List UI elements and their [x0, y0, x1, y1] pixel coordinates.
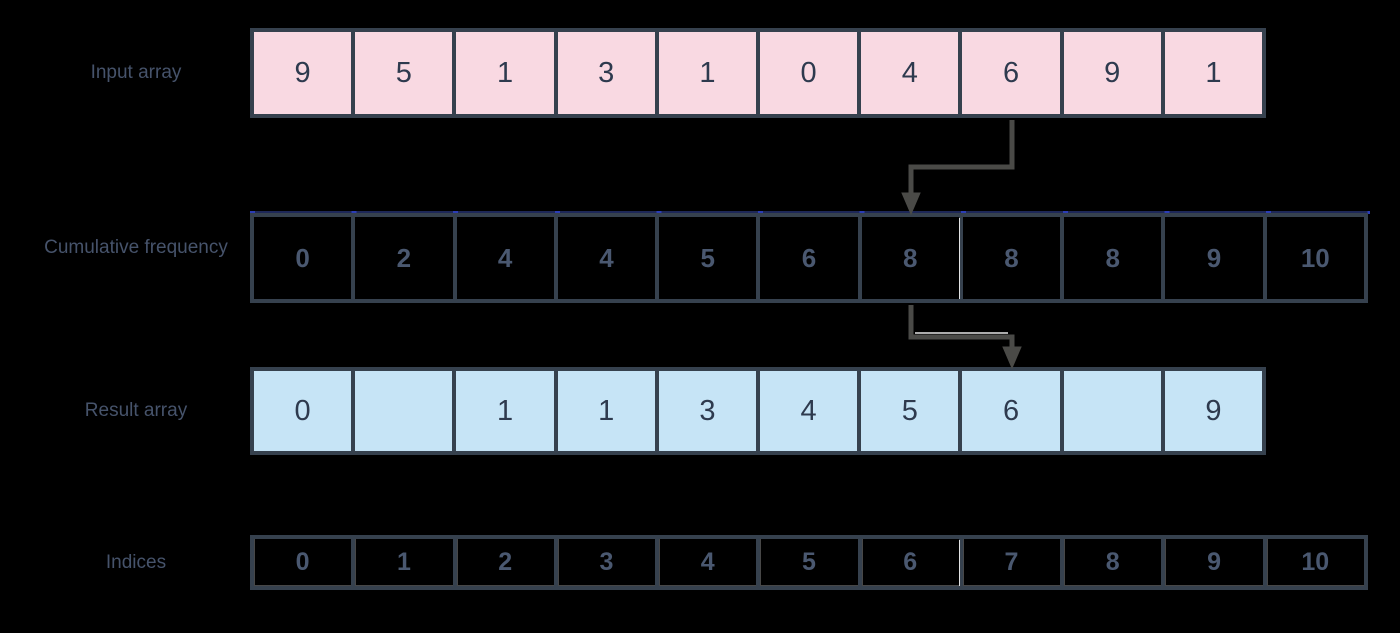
array-cell: 0 [756, 32, 858, 114]
array-cell: 4 [756, 371, 858, 451]
array-cell: 1 [553, 371, 655, 451]
array-cell: 4 [553, 217, 655, 299]
array-cell: 8 [958, 217, 1060, 299]
array-cell: 2 [452, 539, 554, 586]
array-cell: 0 [254, 539, 351, 586]
array-cell: 8 [857, 217, 959, 299]
array-cell: 6 [756, 217, 857, 299]
array-cell: 9 [1161, 217, 1262, 299]
array-cell: 1 [654, 32, 757, 114]
array-cell: 3 [553, 32, 655, 114]
array-cell: 2 [351, 217, 452, 299]
artifact-highlight-line [959, 540, 960, 586]
array-cell: 1 [452, 371, 554, 451]
array-cell: 5 [756, 539, 857, 586]
array-cell: 5 [655, 217, 756, 299]
array-cell: 9 [254, 32, 352, 114]
cumulative-row-guide-line [250, 211, 1370, 214]
array-cell: 1 [452, 32, 554, 114]
input-array-label: Input array [90, 62, 182, 83]
array-cell: 6 [857, 539, 959, 586]
array-cell: 1 [351, 539, 452, 586]
artifact-highlight-line [959, 218, 960, 299]
array-cell: 8 [1060, 539, 1161, 586]
array-cell: 3 [654, 371, 757, 451]
array-cell: 4 [857, 32, 959, 114]
array-cell: 0 [295, 242, 310, 273]
array-cell: 10 [1262, 539, 1364, 586]
indices-label: Indices [105, 552, 167, 573]
array-cell: 6 [958, 32, 1060, 114]
cumulative-frequency-label: Cumulative frequency [44, 237, 228, 258]
array-cell: 10 [1262, 217, 1364, 299]
array-cell: 4 [655, 539, 756, 586]
array-cell: 0 [254, 371, 352, 451]
array-cell: 9 [1160, 371, 1263, 451]
array-cell: 9 [1161, 539, 1262, 586]
arrow-cumfreq-to-result-icon [908, 305, 1022, 370]
result-array-label: Result array [84, 400, 188, 421]
array-cell: 3 [553, 539, 655, 586]
array-cell: 4 [452, 217, 554, 299]
array-cell [1059, 371, 1161, 451]
array-cell: 8 [1060, 217, 1161, 299]
array-cell: 9 [1059, 32, 1161, 114]
array-cell: 5 [857, 371, 959, 451]
array-cell: 6 [958, 371, 1060, 451]
array-cell: 5 [351, 32, 453, 114]
array-cell [351, 371, 453, 451]
array-cell: 1 [1160, 32, 1263, 114]
arrow-input-to-cumfreq-icon [901, 120, 1015, 216]
array-cell: 7 [958, 539, 1060, 586]
